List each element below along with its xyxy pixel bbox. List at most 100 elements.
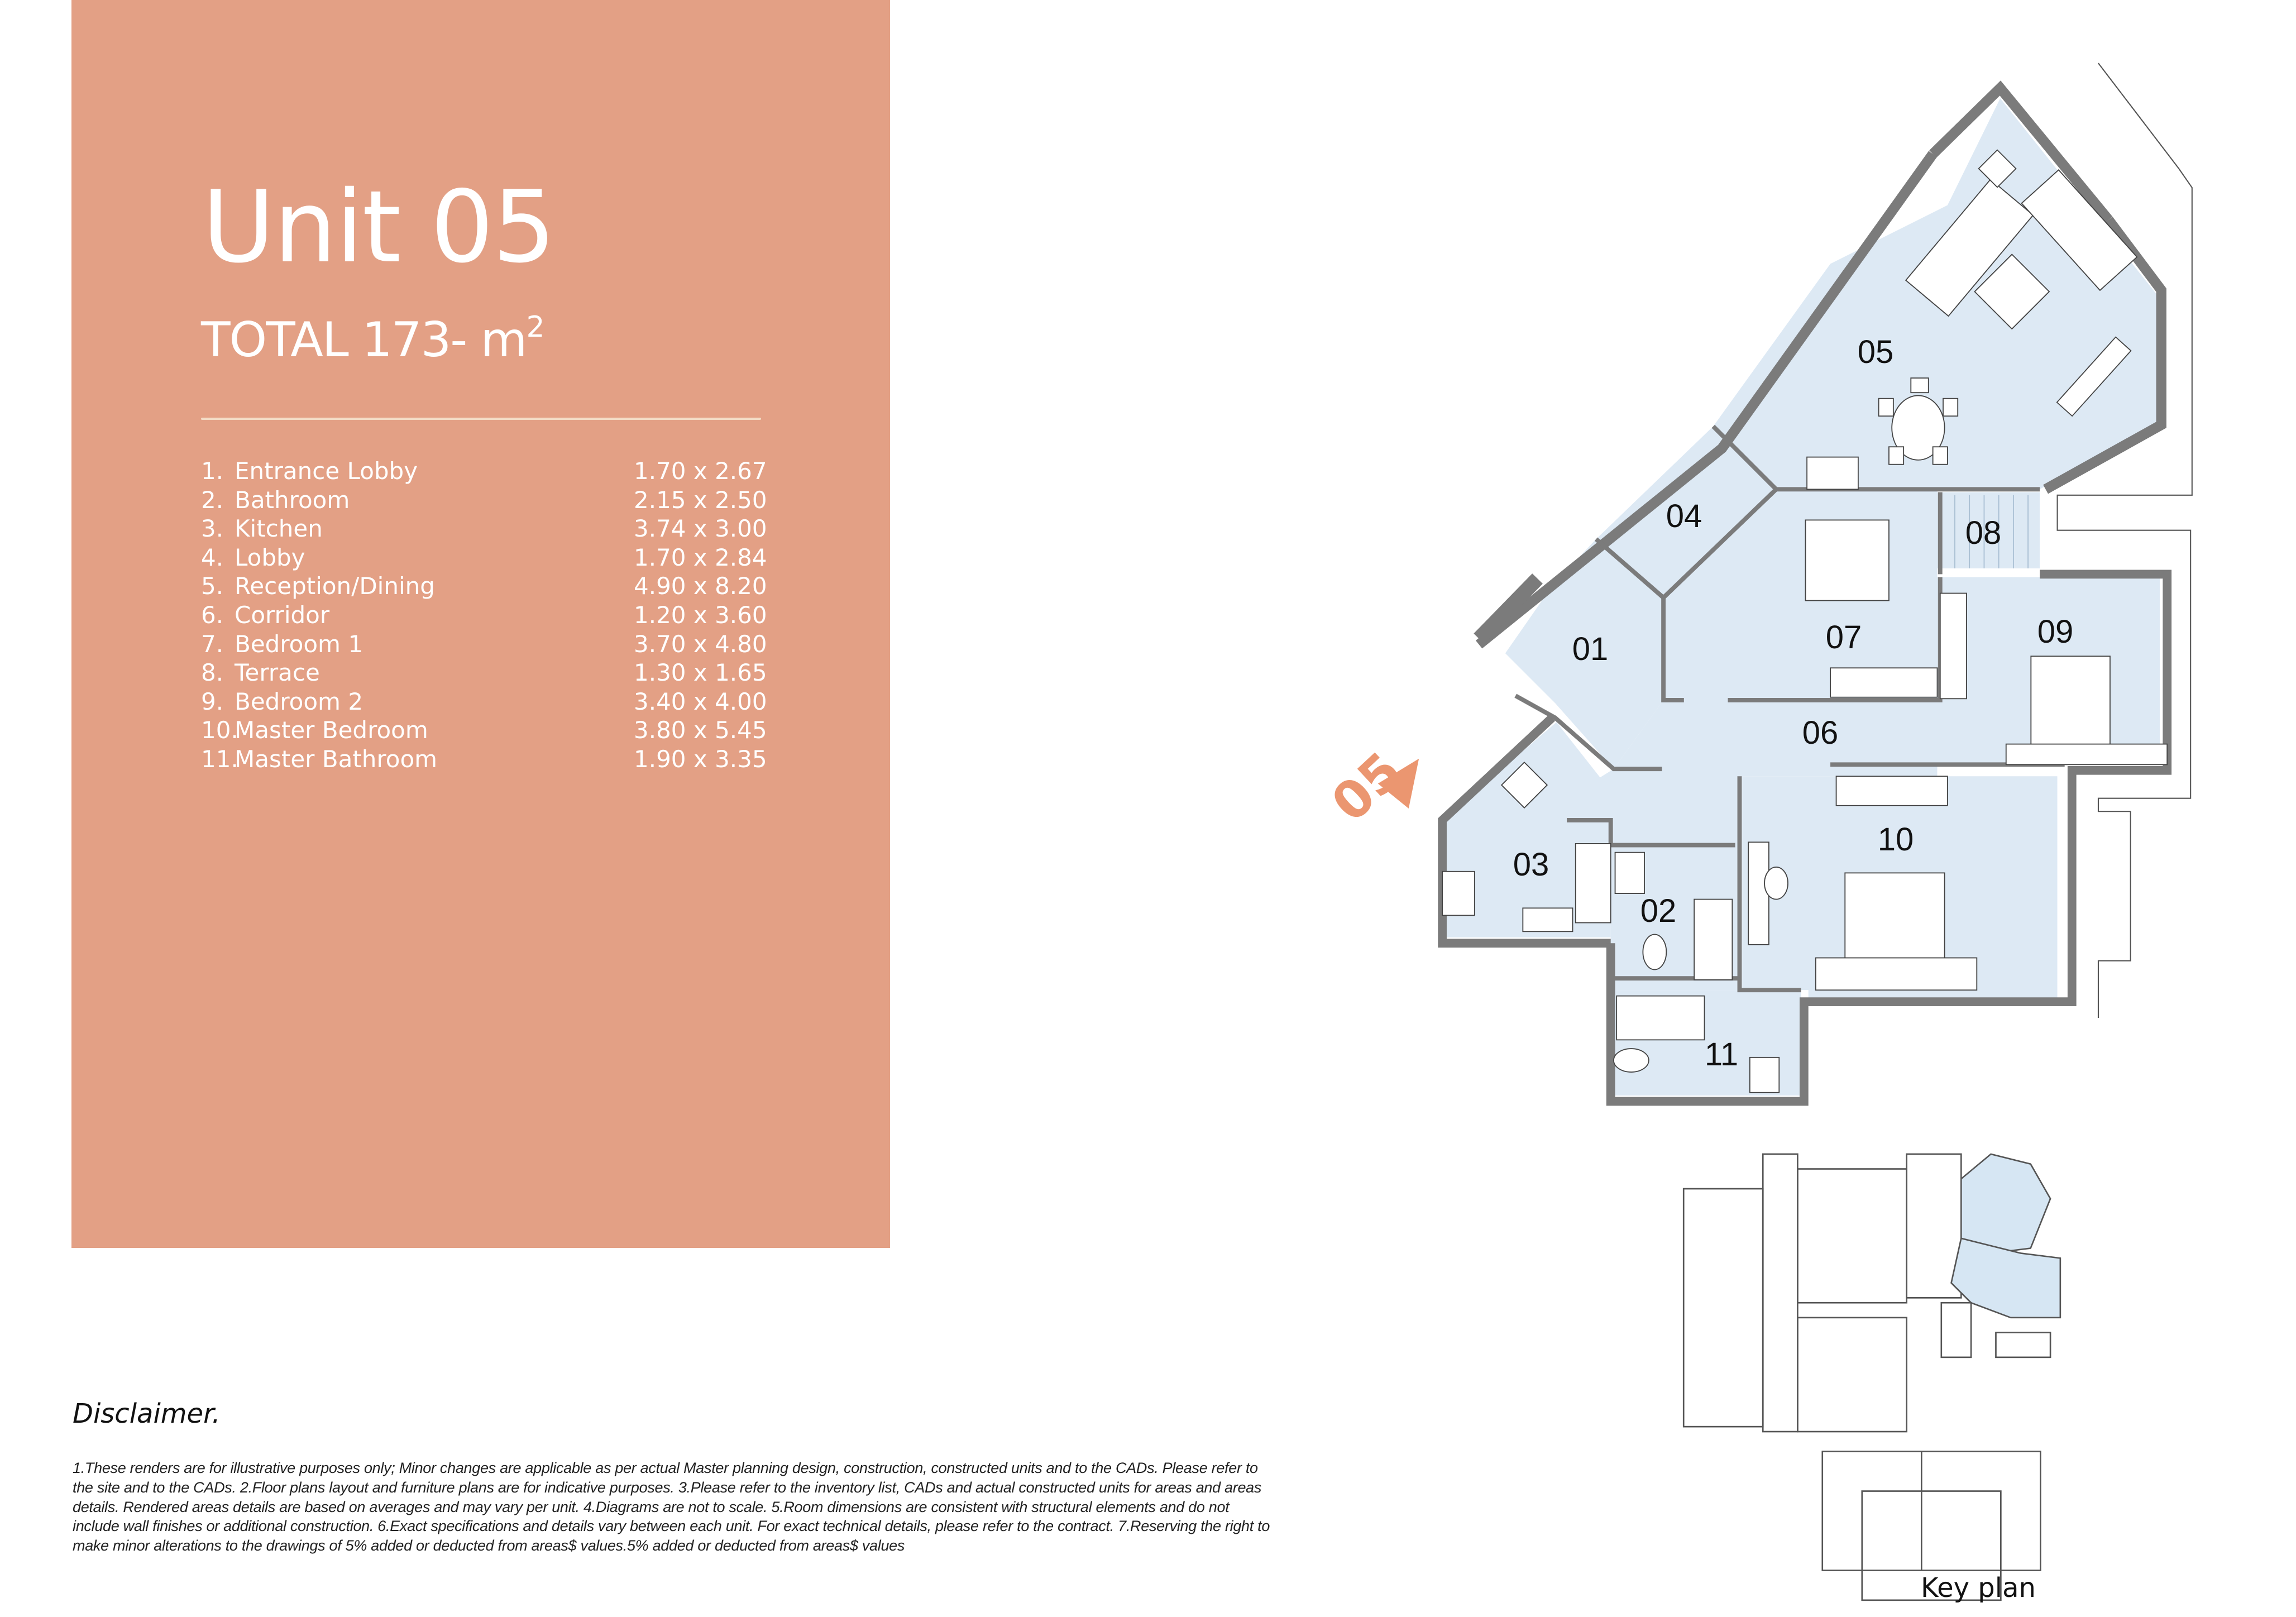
unit-title: Unit 05 (202, 169, 556, 285)
room-number: 5. (201, 572, 224, 600)
wardrobe-1b (1830, 667, 1938, 698)
unit-info-panel (71, 0, 890, 1248)
key-plan (1682, 1153, 2061, 1601)
plan-label-07: 07 (1825, 619, 1862, 656)
room-number: 8. (201, 659, 224, 687)
plan-label-04: 04 (1666, 498, 1702, 534)
room-name: Corridor (235, 601, 330, 629)
room-number: 2. (201, 486, 224, 514)
plan-label-09: 09 (2037, 614, 2074, 650)
room-dimensions: 1.30 x 1.65 (634, 659, 767, 687)
room-name: Entrance Lobby (235, 457, 418, 485)
room-08-floor (1937, 492, 2040, 568)
panel-divider (201, 418, 761, 420)
room-row: 2. Bathroom 2.15 x 2.50 (201, 486, 776, 515)
room-name: Master Bedroom (235, 716, 428, 744)
room-number: 7. (201, 630, 224, 658)
plan-label-08: 08 (1965, 515, 2002, 551)
coffee-table (1974, 253, 2050, 330)
sink-02 (1614, 851, 1645, 894)
room-row: 1. Entrance Lobby 1.70 x 2.67 (201, 457, 776, 486)
room-row: 8. Terrace 1.30 x 1.65 (201, 658, 776, 687)
tv-unit (2056, 336, 2132, 417)
wardrobe-1c (1939, 592, 1967, 700)
room-row: 3. Kitchen 3.74 x 3.00 (201, 514, 776, 543)
plan-label-02: 02 (1640, 893, 1677, 929)
disclaimer-line: make minor alterations to the drawings o… (73, 1537, 905, 1554)
room-row: 10.Master Bedroom 3.80 x 5.45 (201, 716, 776, 745)
toilet-11 (1613, 1048, 1649, 1073)
room-name: Bathroom (235, 486, 350, 514)
disclaimer-line: 1.These renders are for illustrative pur… (73, 1460, 1258, 1476)
room-dimensions: 1.70 x 2.67 (634, 457, 767, 485)
room-name: Master Bathroom (235, 745, 438, 773)
key-plan-label: Key plan (1921, 1572, 2036, 1604)
plan-label-11: 11 (1704, 1036, 1739, 1073)
room-number: 10. (201, 716, 238, 744)
room-name: Terrace (235, 659, 320, 687)
bathtub-02 (1694, 898, 1733, 980)
kitchen-sink (1522, 907, 1573, 932)
toilet-02 (1642, 934, 1667, 970)
bed-master (1844, 872, 1945, 964)
disclaimer-title: Disclaimer. (73, 1398, 221, 1429)
room-number: 4. (201, 543, 224, 571)
wardrobe-master (1748, 841, 1769, 945)
basin-master (1764, 866, 1788, 900)
exterior-outline (2056, 63, 2193, 1018)
room-03-floor (1442, 722, 1611, 937)
room-dimensions: 3.74 x 3.00 (634, 515, 767, 543)
room-name: Bedroom 2 (235, 687, 363, 715)
plan-label-01: 01 (1572, 631, 1609, 667)
bed-2 (2030, 656, 2111, 748)
sofa-right (2021, 169, 2138, 291)
washer (1500, 761, 1548, 809)
wardrobe-1 (1806, 456, 1859, 490)
room-number: 11. (201, 745, 238, 773)
total-area-superscript: 2 (526, 310, 544, 344)
room-number: 3. (201, 515, 224, 543)
plan-label-10: 10 (1877, 821, 1914, 858)
room-name: Lobby (235, 543, 305, 571)
room-04-floor (1596, 426, 1777, 598)
room-dimensions: 1.70 x 2.84 (634, 543, 767, 571)
kitchen-counter-b (1575, 843, 1611, 924)
room-number: 1. (201, 457, 224, 485)
room-dimensions: 2.15 x 2.50 (634, 486, 767, 514)
room-dimensions: 1.90 x 3.35 (634, 745, 767, 773)
plan-label-03: 03 (1513, 846, 1549, 883)
kitchen-counter (1442, 870, 1475, 916)
entry-arrow-icon (1377, 758, 1419, 808)
side-table (1978, 149, 2017, 188)
room-name: Reception/Dining (235, 572, 435, 600)
dining-table (1891, 395, 1945, 461)
room-dimensions: 4.90 x 8.20 (634, 572, 767, 600)
plan-label-05: 05 (1857, 334, 1894, 370)
total-area-text: TOTAL 173- m (201, 312, 527, 368)
room-row: 7. Bedroom 1 3.70 x 4.80 (201, 630, 776, 659)
room-row: 11.Master Bathroom 1.90 x 3.35 (201, 745, 776, 774)
room-dimensions: 3.70 x 4.80 (634, 630, 767, 658)
room-row: 5. Reception/Dining 4.90 x 8.20 (201, 572, 776, 601)
room-number: 9. (201, 687, 224, 715)
disclaimer-line: the site and to the CADs. 2.Floor plans … (73, 1479, 1262, 1496)
unit-total-area: TOTAL 173- m2 (201, 313, 545, 364)
room-name: Bedroom 1 (235, 630, 363, 658)
disclaimer-body: 1.These renders are for illustrative pur… (73, 1458, 1580, 1556)
bed-1 (1805, 519, 1890, 601)
disclaimer-line: include wall finishes or additional cons… (73, 1518, 1270, 1535)
vanity-11 (1749, 1056, 1780, 1093)
plan-label-06: 06 (1802, 715, 1839, 751)
room-row: 4. Lobby 1.70 x 2.84 (201, 543, 776, 572)
room-row: 9. Bedroom 2 3.40 x 4.00 (201, 687, 776, 716)
room-dimensions: 3.40 x 4.00 (634, 687, 767, 715)
room-name: Kitchen (235, 515, 323, 543)
room-dimensions: 3.80 x 5.45 (634, 716, 767, 744)
walls (1438, 80, 2172, 1106)
furniture (1442, 149, 2168, 1093)
disclaimer-line: details. Rendered areas details are base… (73, 1498, 1230, 1515)
sofa-left (1905, 178, 2034, 317)
